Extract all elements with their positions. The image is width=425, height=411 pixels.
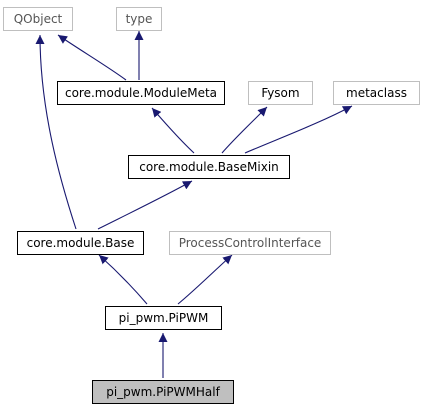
edge-pipwm-processcontrolinterface: [177, 254, 233, 305]
node-pi-pwm[interactable]: pi_pwm.PiPWM: [105, 306, 222, 330]
edge-basemixin-modulemeta: [151, 107, 195, 154]
node-process-control-interface[interactable]: ProcessControlInterface: [169, 231, 331, 255]
node-base-mixin[interactable]: core.module.BaseMixin: [128, 155, 290, 179]
node-module-meta[interactable]: core.module.ModuleMeta: [57, 81, 225, 105]
node-fysom[interactable]: Fysom: [248, 81, 313, 105]
edge-base-basemixin: [97, 180, 193, 230]
edge-base-qobject: [35, 34, 77, 230]
node-metaclass[interactable]: metaclass: [333, 81, 420, 105]
edge-modulemeta-qobject: [57, 34, 127, 81]
node-type[interactable]: type: [116, 7, 162, 31]
edge-basemixin-fysom: [221, 106, 268, 154]
node-qobject[interactable]: QObject: [3, 7, 73, 31]
edge-pipwm-base: [98, 254, 148, 305]
node-pi-pwm-half[interactable]: pi_pwm.PiPWMHalf: [92, 380, 234, 404]
node-base[interactable]: core.module.Base: [17, 231, 144, 255]
edge-basemixin-metaclass: [244, 105, 353, 154]
